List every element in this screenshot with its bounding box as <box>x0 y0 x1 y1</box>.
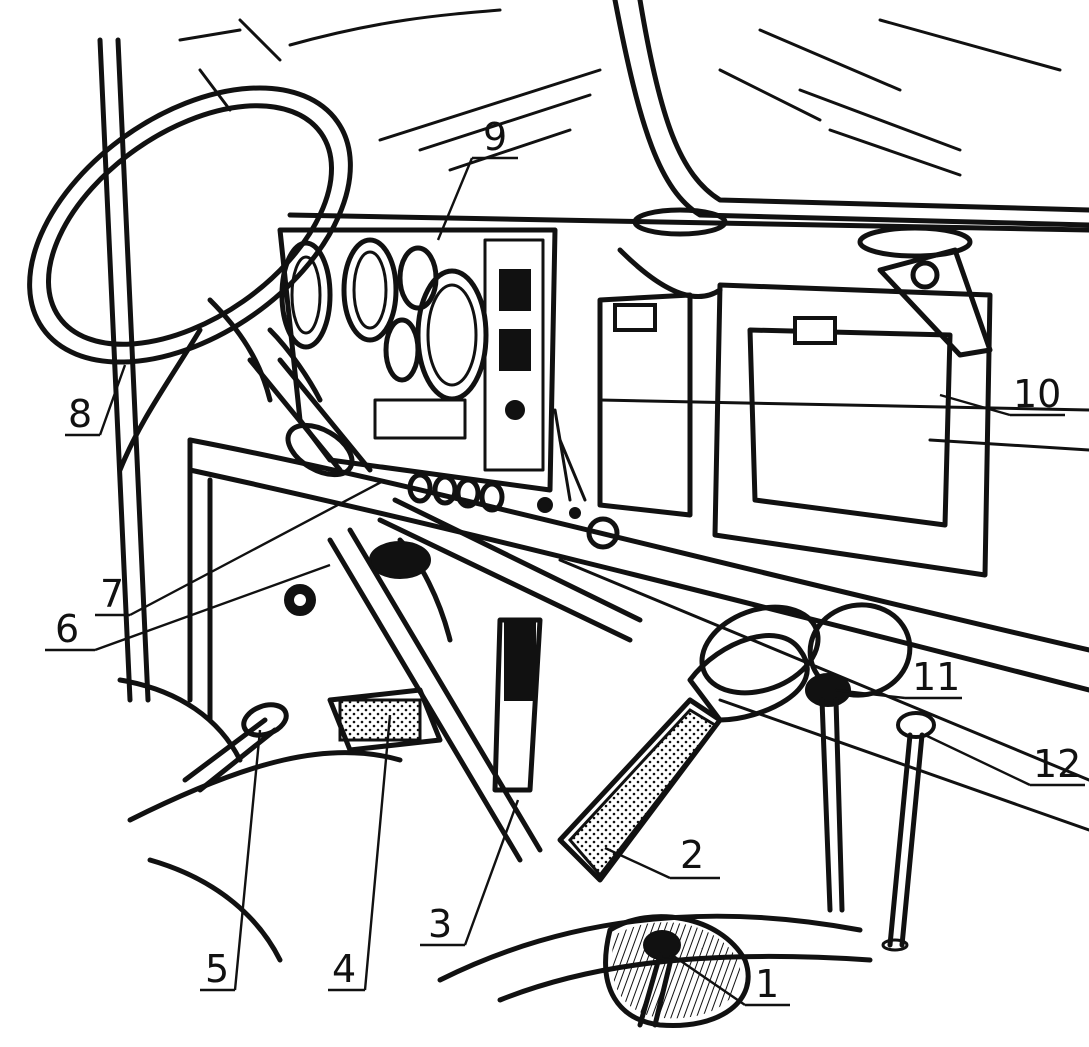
steering-wheel <box>27 85 373 478</box>
callout-5: 5 <box>205 947 229 991</box>
switch-row <box>407 408 620 550</box>
callout-labels: 1 2 3 4 5 6 7 8 9 10 11 12 <box>55 115 1081 1006</box>
callout-6: 6 <box>55 607 79 651</box>
callout-1: 1 <box>755 962 779 1006</box>
callout-2: 2 <box>680 833 704 877</box>
seat-and-floor <box>117 677 873 1003</box>
pedal-assembly <box>284 537 913 883</box>
windshield-frame <box>97 0 1089 703</box>
glove-box <box>597 207 993 578</box>
callout-9: 9 <box>483 115 507 159</box>
callout-3: 3 <box>428 902 452 946</box>
dashboard <box>187 212 1089 832</box>
callout-leaders <box>45 156 1085 1007</box>
callout-12: 12 <box>1033 742 1081 786</box>
floor-levers <box>805 673 936 952</box>
callout-11: 11 <box>912 655 960 699</box>
callout-10: 10 <box>1013 372 1061 416</box>
callout-4: 4 <box>332 947 356 991</box>
callout-8: 8 <box>68 392 92 436</box>
callout-7: 7 <box>100 572 124 616</box>
gear-lever-boot <box>603 914 751 1029</box>
